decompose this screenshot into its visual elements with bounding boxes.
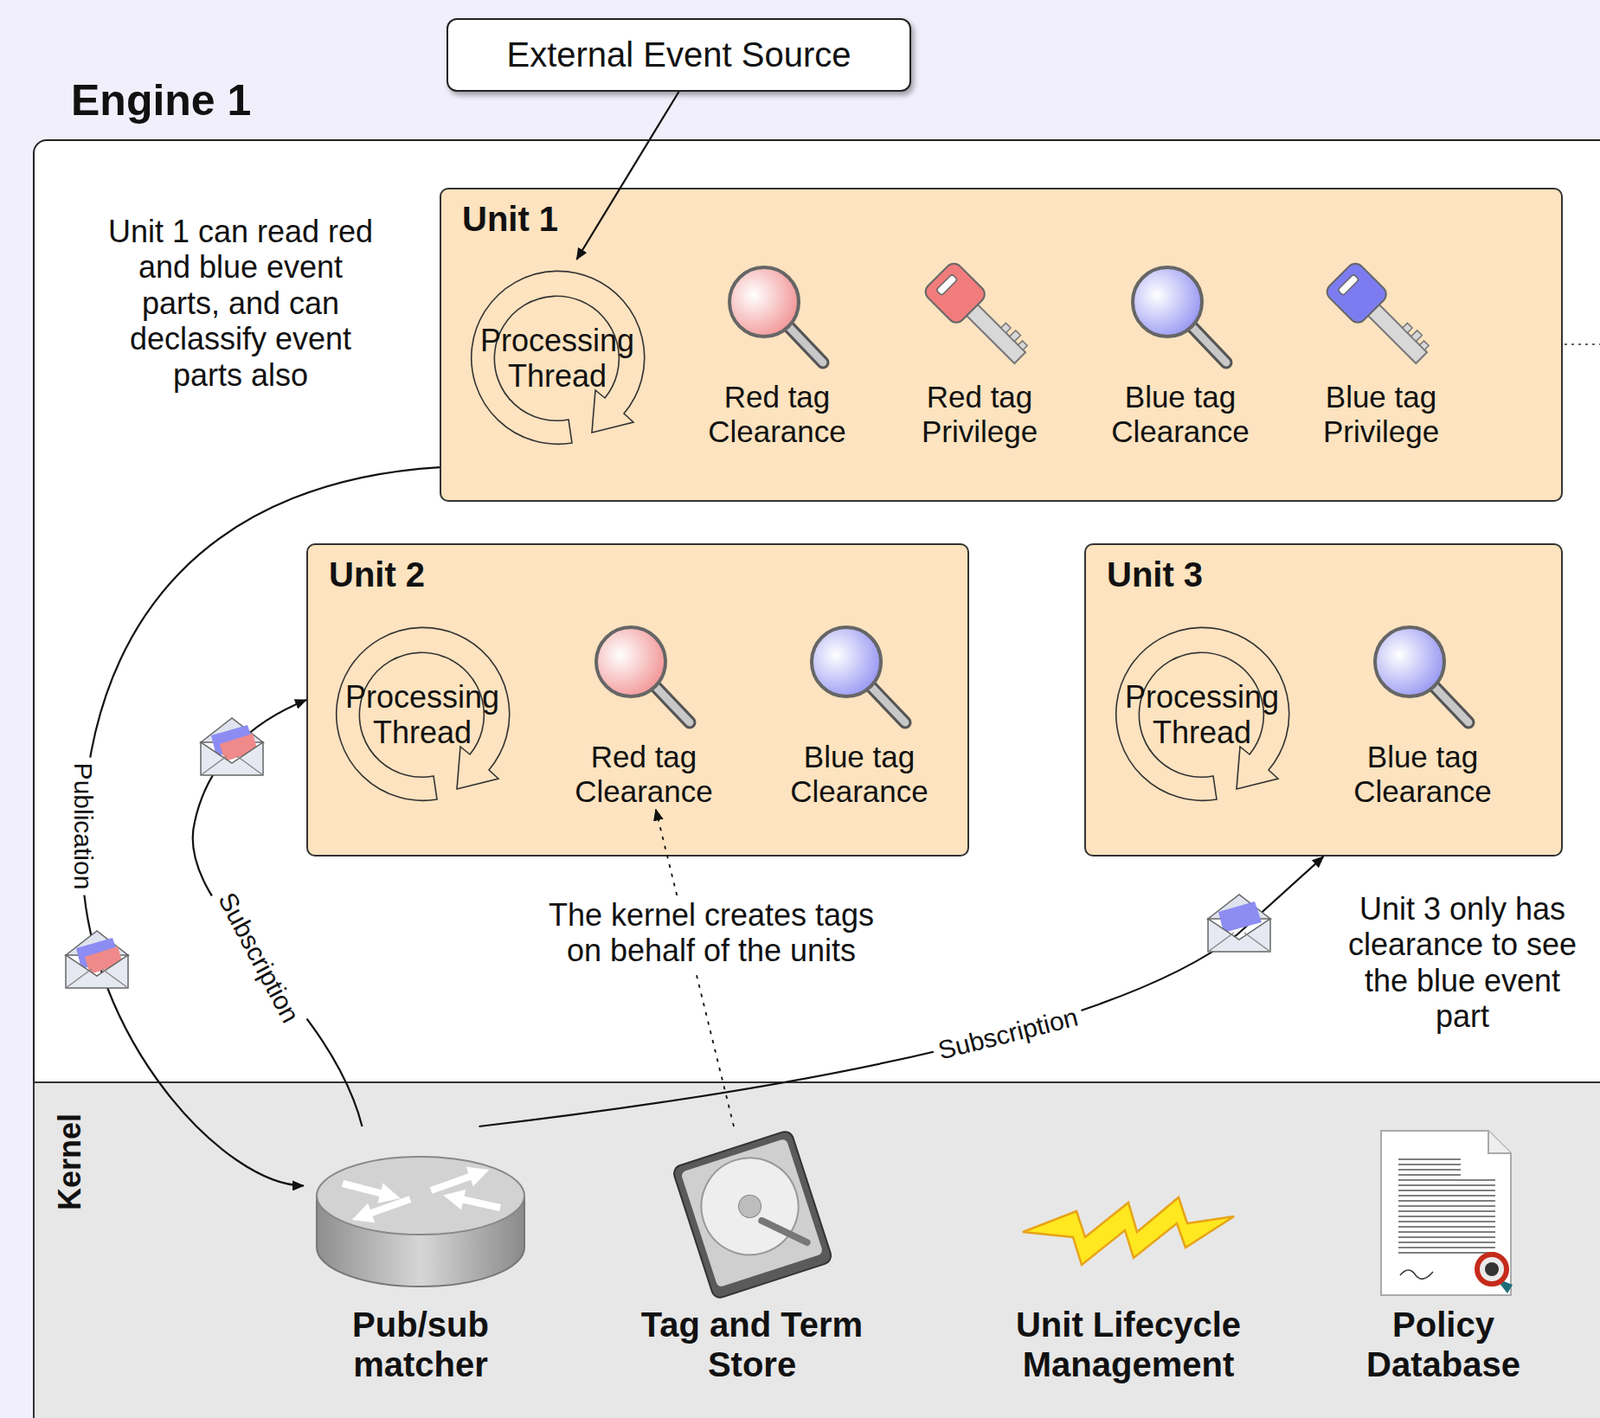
processing-thread: Processing Thread	[460, 259, 655, 457]
magnifier-icon	[794, 616, 925, 739]
unit-heading: Unit 2	[328, 555, 425, 595]
event-envelope	[200, 718, 264, 776]
kernel-component: Unit Lifecycle Management	[972, 1126, 1285, 1385]
tag-capability: Blue tag Privilege	[1281, 257, 1481, 450]
key-icon	[914, 257, 1045, 379]
tag-label: Red tag Clearance	[677, 379, 877, 450]
thread-label: Processing Thread	[335, 679, 509, 752]
tag-label: Red tag Privilege	[880, 379, 1080, 450]
flow-connector	[479, 856, 1324, 1127]
disk-icon	[665, 1126, 839, 1300]
magnifier-icon	[1357, 616, 1488, 739]
tag-label: Red tag Clearance	[544, 739, 744, 810]
flow-connector	[192, 700, 363, 1127]
key-icon	[1316, 257, 1446, 379]
event-envelope	[65, 931, 129, 989]
box-label: External Event Source	[507, 35, 852, 75]
component-label: Unit Lifecycle Management	[972, 1304, 1285, 1385]
thread-label: Processing Thread	[1115, 679, 1289, 752]
tag-label: Blue tag Privilege	[1281, 379, 1481, 450]
component-label: Pub/sub matcher	[303, 1304, 538, 1385]
tag-capability: Blue tag Clearance	[1323, 616, 1523, 810]
flow-connector	[576, 91, 679, 260]
unit-box: Unit 2 Processing ThreadRed tag Clearance…	[306, 543, 970, 857]
tag-capability: Blue tag Clearance	[759, 616, 959, 810]
event-source-box: External Event Source	[446, 18, 912, 92]
event-envelope	[1208, 894, 1271, 952]
annotation-note: Unit 1 can read red and blue event parts…	[102, 212, 380, 395]
tag-capability: Red tag Clearance	[544, 616, 744, 810]
policy-document-icon	[1365, 1126, 1522, 1300]
magnifier-icon	[578, 616, 709, 739]
continuation-dots	[1564, 343, 1600, 346]
tag-capability: Red tag Clearance	[677, 257, 877, 450]
tag-capability: Red tag Privilege	[880, 257, 1080, 450]
magnifier-icon	[1115, 257, 1246, 379]
kernel-band: KernelPub/sub matcher Tag and Term Store U…	[32, 1081, 1600, 1418]
kernel-label: Kernel	[51, 1113, 89, 1211]
processing-thread: Processing Thread	[325, 616, 520, 814]
tag-label: Blue tag Clearance	[1080, 379, 1280, 450]
processing-thread: Processing Thread	[1105, 616, 1299, 814]
tag-label: Blue tag Clearance	[1323, 739, 1523, 810]
engine-title: Engine 1	[70, 75, 251, 126]
dotted-connector	[655, 809, 734, 1128]
magnifier-icon	[712, 257, 842, 379]
thread-label: Processing Thread	[470, 322, 644, 395]
unit-box: Unit 1 Processing ThreadRed tag Clearance…	[439, 187, 1563, 502]
annotation-note: The kernel creates tags on behalf of the…	[527, 895, 896, 971]
edge-label: Publication	[68, 758, 98, 896]
tag-label: Blue tag Clearance	[759, 739, 959, 810]
kernel-component: Policy Database	[1313, 1126, 1574, 1385]
unit-box: Unit 3 Processing ThreadBlue tag Clearanc…	[1084, 543, 1563, 857]
flow-connector	[82, 467, 440, 1186]
kernel-component: Pub/sub matcher	[303, 1126, 538, 1385]
component-label: Policy Database	[1313, 1304, 1574, 1385]
tag-capability: Blue tag Clearance	[1080, 257, 1280, 450]
unit-heading: Unit 3	[1106, 555, 1203, 595]
component-label: Tag and Term Store	[622, 1304, 882, 1385]
kernel-component: Tag and Term Store	[622, 1126, 882, 1385]
annotation-note: Unit 3 only has clearance to see the blu…	[1336, 889, 1588, 1037]
lightning-icon	[1015, 1126, 1241, 1300]
router-icon	[308, 1126, 534, 1300]
unit-heading: Unit 1	[462, 199, 559, 239]
